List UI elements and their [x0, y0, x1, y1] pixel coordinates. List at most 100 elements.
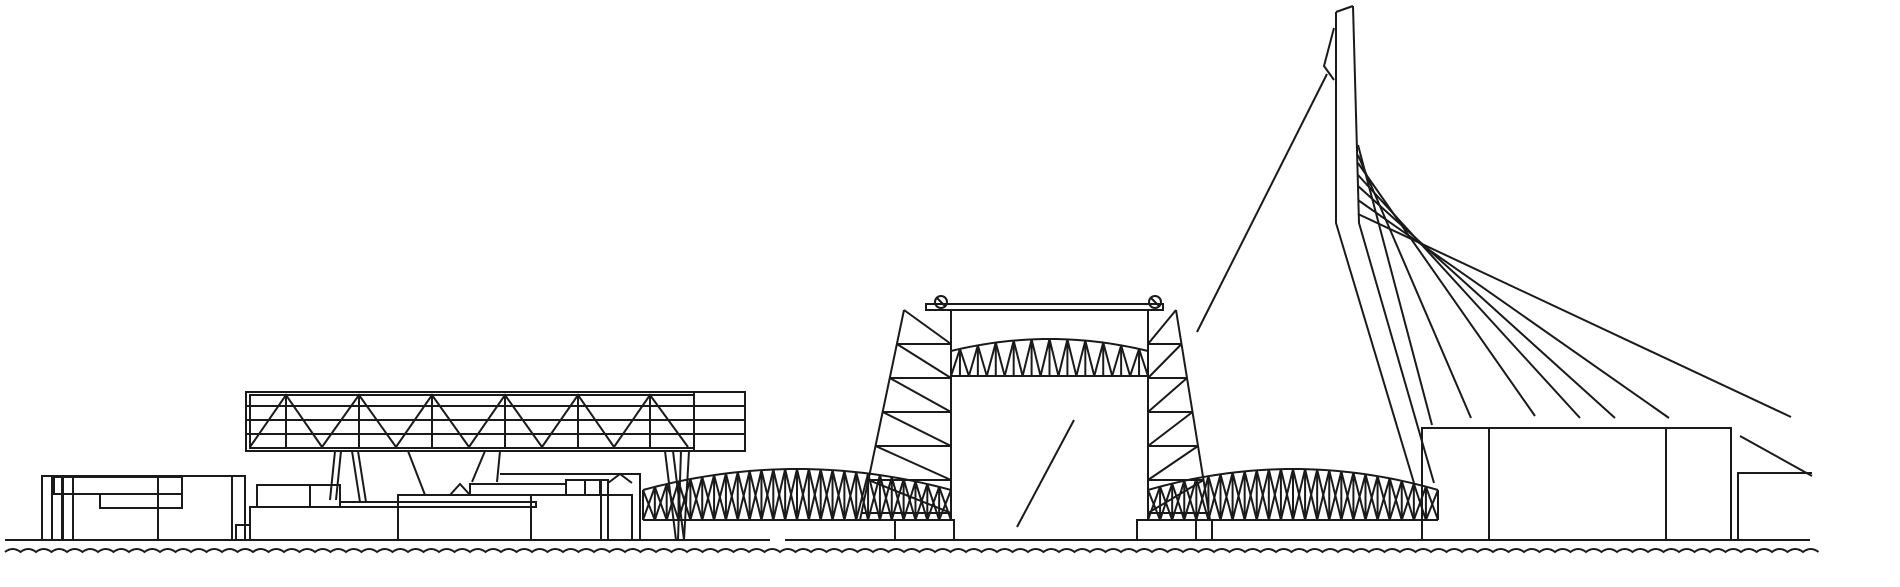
pavilion-leg	[351, 450, 361, 503]
truss-diagonal	[642, 486, 656, 521]
lift-span-diagonal	[1120, 345, 1132, 377]
building-block	[530, 494, 633, 541]
stay-cable	[1357, 144, 1433, 426]
truss-diagonal	[1376, 478, 1391, 521]
building-block	[309, 484, 341, 508]
arched-truss-spans	[642, 467, 1439, 521]
lift-span-diagonal	[1138, 348, 1149, 377]
lift-span-diagonal	[1093, 342, 1105, 377]
right-buildings	[1421, 427, 1812, 541]
diagonal-spar	[1016, 419, 1075, 528]
pulley-wheel-icon	[1148, 295, 1162, 309]
truss-diagonal	[796, 468, 810, 521]
stay-cable	[1357, 185, 1616, 419]
left-tower-brace	[882, 411, 952, 447]
truss-diagonal	[1316, 470, 1331, 521]
pylon-back-stay	[1322, 27, 1335, 81]
truss-diagonal	[748, 469, 763, 521]
left-tower-brace	[896, 343, 952, 379]
top-beam	[925, 303, 1164, 311]
pylon-left-edge	[1335, 12, 1415, 484]
water-waves	[4, 548, 1820, 554]
lift-span-diagonal	[985, 342, 997, 377]
long-roof	[500, 473, 641, 540]
truss-diagonal	[855, 473, 870, 521]
truss-diagonal	[1340, 472, 1355, 521]
truss-diagonal	[1388, 480, 1403, 521]
truss-diagonal	[1424, 489, 1439, 521]
right-tower-brace	[1147, 445, 1199, 481]
pavilion-leg	[335, 450, 342, 501]
truss-diagonal	[677, 478, 692, 521]
lift-span-diagonal	[1084, 340, 1096, 377]
stay-cable	[1357, 162, 1536, 417]
truss-diagonal	[1231, 471, 1246, 521]
pavilion-zigzag-truss	[249, 393, 689, 449]
truss-diagonal	[665, 481, 680, 521]
lift-span-diagonal	[994, 342, 1006, 377]
truss-diagonal	[784, 468, 798, 521]
pulley-spoke	[1150, 297, 1160, 307]
lift-span-diagonal	[976, 345, 988, 377]
left-tower-brace	[875, 445, 952, 481]
stay-cable	[1357, 213, 1792, 418]
roof-gable	[449, 482, 471, 496]
lower-block	[469, 483, 567, 496]
lift-span-diagonal	[1030, 339, 1042, 377]
truss-diagonal	[1147, 486, 1162, 521]
building-block	[249, 506, 399, 541]
building-block	[99, 493, 183, 509]
left-tower-brace	[903, 309, 952, 345]
building-block	[584, 479, 601, 496]
truss-diagonal	[1412, 486, 1427, 521]
lift-span-diagonal	[1021, 339, 1033, 377]
lift-span-diagonal	[1057, 339, 1069, 377]
left-tower-brace	[889, 377, 952, 413]
gable	[607, 472, 633, 484]
right-tower-brace	[1147, 343, 1183, 379]
bridge-pier	[1136, 519, 1197, 541]
truss-diagonal	[701, 474, 716, 521]
pulley-wheel-icon	[934, 295, 948, 309]
truss-diagonal	[1364, 475, 1379, 521]
right-tower-brace	[1147, 377, 1188, 413]
truss-diagonal	[772, 468, 787, 521]
truss-diagonal	[807, 469, 822, 521]
lower-tower	[565, 479, 601, 496]
truss-diagonal	[1304, 469, 1319, 521]
lift-span-diagonal	[1048, 338, 1060, 377]
truss-diagonal	[1267, 468, 1282, 521]
lift-span-diagonal	[1075, 340, 1087, 377]
stay-cable	[1357, 174, 1581, 419]
building-block	[339, 501, 537, 508]
cable-stayed-bridge-pylon	[1196, 5, 1813, 484]
stay-cable-stub	[1739, 435, 1813, 477]
truss-diagonal	[938, 489, 952, 521]
truss-diagonal	[760, 469, 775, 521]
right-annex	[1737, 472, 1812, 540]
lift-span-diagonal	[1003, 340, 1015, 377]
pylon-cap	[1335, 5, 1354, 13]
truss-diagonal	[843, 471, 858, 521]
lift-span-diagonal	[1012, 340, 1024, 377]
pavilion-leg	[471, 450, 486, 483]
right-building-block	[1665, 427, 1732, 541]
truss-diagonal	[1279, 468, 1294, 521]
lift-span-diagonal	[1039, 338, 1051, 377]
building-block	[235, 524, 251, 541]
pavilion-leg	[496, 450, 501, 483]
elevated-truss-pavilion	[245, 391, 746, 541]
truss-diagonal	[1243, 470, 1258, 521]
left-tower-outer-leg	[859, 309, 905, 521]
truss-diagonal	[819, 469, 834, 521]
pulley-spoke	[936, 297, 946, 307]
pylon-right-edge	[1352, 5, 1435, 484]
right-tower-brace	[1147, 411, 1194, 447]
lift-span-diagonal	[1129, 348, 1140, 377]
lift-span-diagonal	[967, 345, 979, 377]
truss-diagonal	[724, 471, 739, 521]
truss-diagonal	[1352, 473, 1367, 521]
lift-span-diagonal	[959, 348, 970, 377]
right-tower-brace	[1147, 479, 1205, 514]
